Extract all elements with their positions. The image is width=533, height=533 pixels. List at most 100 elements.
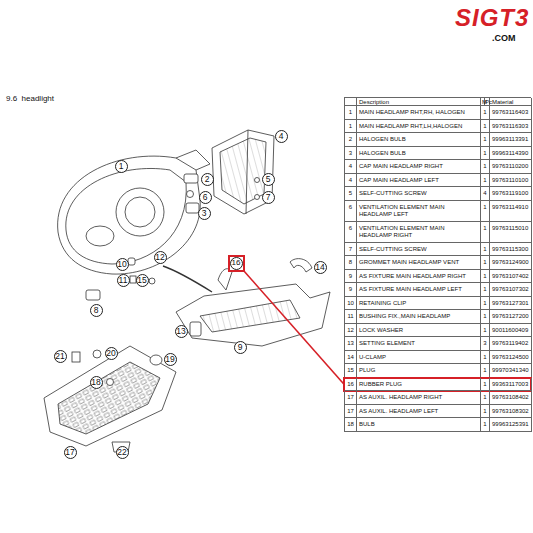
callout-number: 11 [117, 274, 130, 287]
table-row: 6VENTILATION ELEMENT MAIN HEADLAMP RIGHT… [344, 222, 531, 243]
part-number: 5 [345, 187, 357, 201]
part-description: U-CLAMP [357, 351, 481, 365]
part-description: MAIN HEADLAMP RHT,RH, HALOGEN [357, 106, 481, 120]
callout-number-text: 2 [205, 175, 210, 184]
part-number: 6 [345, 201, 357, 222]
part-material: 99963125391 [490, 418, 532, 432]
callout-number-text: 6 [203, 193, 208, 202]
part-description: AS AUXIL. HEADLAMP LEFT [357, 405, 481, 419]
part-description: SETTING ELEMENT [357, 337, 481, 351]
callout-number-text: 22 [117, 448, 126, 457]
part-description: SELF-CUTTING SCREW [357, 243, 481, 257]
table-row: 6VENTILATION ELEMENT MAIN HEADLAMP LEFT1… [344, 201, 531, 222]
table-row: 5SELF-CUTTING SCREW499763119100 [344, 187, 531, 201]
part-quantity: 1 [481, 222, 490, 243]
callout-number-text: 1 [119, 162, 124, 171]
part-material: 99763115300 [490, 243, 532, 257]
part-quantity: 1 [481, 418, 490, 432]
table-row: 7SELF-CUTTING SCREW199763115300 [344, 243, 531, 257]
callout-number-text: 19 [165, 355, 174, 364]
part-quantity: 1 [481, 405, 490, 419]
part-material: 99963114390 [490, 147, 532, 161]
part-material: 99763127301 [490, 297, 532, 311]
part-number: 10 [345, 297, 357, 311]
part-material: 99763119402 [490, 337, 532, 351]
callout-number: 7 [262, 191, 275, 204]
table-row: 9AS FIXTURE MAIN HEADLAMP RIGHT199763107… [344, 270, 531, 284]
table-row: 9AS FIXTURE MAIN HEADLAMP LEFT1997631073… [344, 283, 531, 297]
part-description: HALOGEN BULB [357, 133, 481, 147]
part-number: 4 [345, 174, 357, 188]
diagram-title: 9.6 headlight [6, 94, 54, 103]
part-description: RETAINING CLIP [357, 297, 481, 311]
table-row: 13SETTING ELEMENT399763119402 [344, 337, 531, 351]
callout-number-text: 3 [202, 209, 207, 218]
table-header-cell [345, 98, 357, 106]
part-quantity: 1 [481, 174, 490, 188]
part-number: 9 [345, 283, 357, 297]
callout-number-text: 8 [94, 306, 99, 315]
callout-number: 2 [201, 173, 214, 186]
callout-number-text: 15 [137, 276, 146, 285]
part-number: 17 [345, 391, 357, 405]
callout-number-text: 17 [65, 448, 74, 457]
part-number: 11 [345, 310, 357, 324]
part-material: 99763108402 [490, 391, 532, 405]
table-row: 4CAP MAIN HEADLAMP LEFT199763110100 [344, 174, 531, 188]
part-quantity: 1 [481, 133, 490, 147]
part-quantity: 1 [481, 364, 490, 378]
part-number: 4 [345, 160, 357, 174]
part-material: 99763124500 [490, 351, 532, 365]
table-header: DescriptionMPcMaterial [344, 97, 531, 106]
part-description: VENTILATION ELEMENT MAIN HEADLAMP LEFT [357, 201, 481, 222]
callout-number: 10 [116, 258, 129, 271]
callout-number-text: 13 [176, 327, 185, 336]
part-material: 99363117003 [490, 378, 532, 392]
callout-number-text: 4 [279, 132, 284, 141]
callout-number: 4 [275, 130, 288, 143]
callout-number-text: 21 [55, 352, 64, 361]
part-description: CAP MAIN HEADLAMP RIGHT [357, 160, 481, 174]
callout-number: 22 [116, 446, 129, 459]
callout-number-text: 11 [119, 276, 128, 285]
callout-number: 17 [64, 446, 77, 459]
table-row: 10RETAINING CLIP199763127301 [344, 297, 531, 311]
part-quantity: 1 [481, 243, 490, 257]
part-quantity: 1 [481, 201, 490, 222]
part-material: 99763116303 [490, 120, 532, 134]
part-number: 12 [345, 324, 357, 338]
part-description: RUBBER PLUG [357, 378, 481, 392]
logo-suffix: .COM [492, 33, 516, 43]
part-quantity: 1 [481, 324, 490, 338]
part-number: 1 [345, 120, 357, 134]
part-description: AS FIXTURE MAIN HEADLAMP RIGHT [357, 270, 481, 284]
part-material: 99763107402 [490, 270, 532, 284]
part-material: 99763114910 [490, 201, 532, 222]
callout-number: 12 [154, 251, 167, 264]
callout-number: 6 [199, 191, 212, 204]
part-material: 90011600409 [490, 324, 532, 338]
callout-number: 20 [105, 347, 118, 360]
part-number: 9 [345, 270, 357, 284]
callout-number: 5 [262, 173, 275, 186]
callout-number-text: 9 [238, 343, 243, 352]
part-quantity: 1 [481, 283, 490, 297]
callout-number: 18 [90, 376, 103, 389]
part-quantity: 1 [481, 106, 490, 120]
part-description: SELF-CUTTING SCREW [357, 187, 481, 201]
part-quantity: 1 [481, 351, 490, 365]
table-header-cell: Description [357, 98, 481, 106]
part-description: PLUG [357, 364, 481, 378]
table-row: 1MAIN HEADLAMP RHT,LH,HALOGEN19976311630… [344, 120, 531, 134]
part-material: 99763127200 [490, 310, 532, 324]
part-material: 99763115010 [490, 222, 532, 243]
part-quantity: 1 [481, 147, 490, 161]
part-description: HALOGEN BULB [357, 147, 481, 161]
part-quantity: 1 [481, 256, 490, 270]
part-number: 3 [345, 147, 357, 161]
part-description: VENTILATION ELEMENT MAIN HEADLAMP RIGHT [357, 222, 481, 243]
part-material: 99970341340 [490, 364, 532, 378]
part-number: 6 [345, 222, 357, 243]
part-description: GROMMET MAIN HEADLAMP VENT [357, 256, 481, 270]
